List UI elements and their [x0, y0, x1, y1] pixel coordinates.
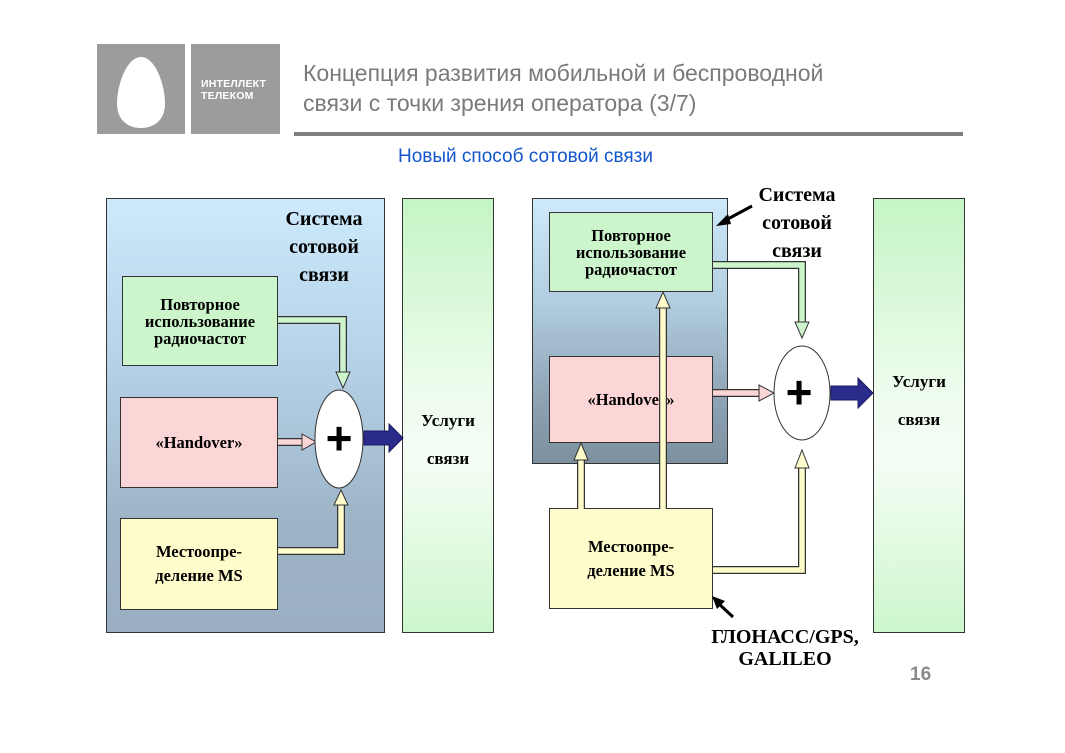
right-reuse-line3: радиочастот: [584, 259, 677, 279]
right-location-line2: деление MS: [587, 560, 675, 580]
left-handover-label: «Handover»: [155, 433, 243, 452]
logo-text: ИНТЕЛЛЕКТ ТЕЛЕКОМ: [201, 78, 266, 102]
left-plus-symbol: +: [326, 412, 353, 464]
left-location-line2: деление MS: [155, 566, 243, 585]
right-handover-block: «Handover»: [549, 356, 713, 443]
left-reuse-line1: Повторное: [160, 294, 240, 314]
right-location-to-handover-arrow: [573, 441, 589, 509]
right-system-label: Система сотовой связи: [745, 181, 849, 265]
left-reuse-line3: радиочастот: [153, 328, 246, 348]
right-summing-node: +: [773, 345, 831, 441]
slide-title-line1: Концепция развития мобильной и беспровод…: [303, 60, 824, 86]
right-system-label-line3: связи: [772, 240, 822, 262]
right-system-label-line1: Система: [758, 184, 836, 206]
left-summing-node: +: [314, 389, 364, 489]
slide-subtitle: Новый способ сотовой связи: [398, 146, 653, 167]
gnss-label-line2: GALILEO: [738, 648, 832, 670]
left-system-label-line2: сотовой: [289, 236, 359, 258]
right-reuse-line2: использование: [575, 242, 687, 262]
right-reuse-to-sum-arrow: [713, 261, 810, 340]
system-label-pointer-arrow: [716, 204, 753, 226]
right-location-to-reuse-arrow: [655, 290, 671, 509]
right-services-line1: Услуги: [892, 372, 946, 391]
logo-text-panel: [191, 44, 280, 134]
left-frequency-reuse-block: Повторное использование радиочастот: [122, 276, 278, 366]
slide-title-line2: связи с точки зрения оператора (3/7): [303, 90, 697, 116]
right-frequency-reuse-block: Повторное использование радиочастот: [549, 212, 713, 292]
left-system-label-line3: связи: [299, 264, 349, 286]
left-services-line2: связи: [426, 449, 470, 468]
left-handover-to-sum-arrow: [278, 433, 318, 451]
title-divider: [294, 132, 963, 136]
right-handover-to-sum-arrow: [713, 384, 776, 402]
left-reuse-to-sum-arrow: [278, 316, 351, 390]
left-services-line1: Услуги: [421, 411, 475, 430]
left-system-label-line1: Система: [285, 208, 363, 230]
right-plus-symbol: +: [786, 366, 813, 418]
left-location-line1: Местоопре-: [155, 542, 243, 561]
right-services-line2: связи: [897, 410, 941, 429]
right-location-to-sum-arrow: [713, 448, 810, 574]
left-reuse-line2: использование: [144, 311, 256, 331]
left-location-to-sum-arrow: [278, 488, 349, 555]
right-reuse-line1: Повторное: [591, 225, 671, 245]
right-output-arrow: [830, 376, 874, 410]
right-handover-label: «Handover»: [587, 390, 675, 409]
left-handover-block: «Handover»: [120, 397, 278, 488]
gnss-label-line1: ГЛОНАСС/GPS,: [711, 626, 859, 648]
right-system-label-line2: сотовой: [762, 212, 832, 234]
left-output-arrow: [363, 422, 404, 454]
gnss-label: ГЛОНАСС/GPS, GALILEO: [690, 626, 880, 670]
right-location-line1: Местоопре-: [587, 536, 675, 556]
slide-title: Концепция развития мобильной и беспровод…: [303, 58, 823, 118]
right-services-panel: Услуги связи: [873, 198, 965, 633]
page-number: 16: [910, 664, 932, 685]
right-location-block: Местоопре- деление MS: [549, 508, 713, 609]
egg-icon: [117, 57, 165, 128]
logo-egg-panel: [97, 44, 185, 134]
logo-text-line2: ТЕЛЕКОМ: [201, 90, 254, 102]
left-system-label: Система сотовой связи: [272, 205, 376, 289]
logo-text-line1: ИНТЕЛЛЕКТ: [201, 78, 267, 90]
left-location-block: Местоопре- деление MS: [120, 518, 278, 610]
left-services-panel: Услуги связи: [402, 198, 494, 633]
gnss-pointer-arrow: [712, 596, 735, 619]
